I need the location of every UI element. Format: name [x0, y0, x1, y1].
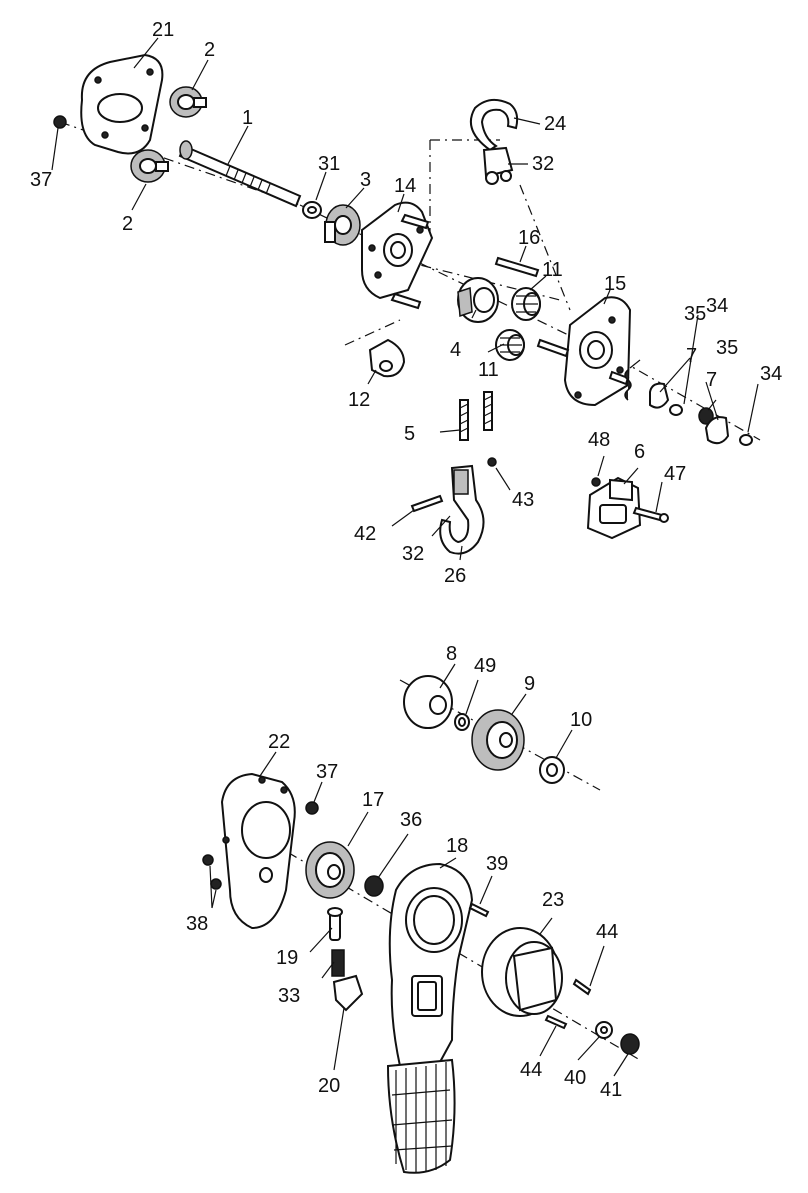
label-11-lower: 11: [478, 359, 499, 381]
label-26: 26: [444, 565, 466, 587]
part-35-lower-spring: [698, 399, 717, 425]
part-47-bolt: [632, 506, 669, 523]
part-9-ratchet-disc: [471, 709, 525, 771]
label-42: 42: [354, 523, 376, 545]
part-16-pin: [494, 256, 540, 278]
part-6-anchor-plate: [586, 476, 642, 540]
label-8: 8: [446, 643, 457, 665]
label-44-lower: 44: [520, 1059, 542, 1081]
label-40: 40: [564, 1067, 586, 1089]
part-2-lower-gear: [130, 149, 169, 183]
label-31: 31: [318, 153, 340, 175]
part-37-nut: [53, 115, 67, 129]
label-49: 49: [474, 655, 496, 677]
part-35-upper-spring: [624, 359, 641, 401]
part-34-lower-ring: [739, 434, 753, 446]
label-14: 14: [394, 175, 416, 197]
label-16: 16: [518, 227, 540, 249]
part-8-friction-disc: [403, 675, 453, 729]
label-39: 39: [486, 853, 508, 875]
label-15: 15: [604, 273, 626, 295]
label-34-lower: 34: [760, 363, 782, 385]
part-19-pin: [327, 907, 343, 941]
part-15-side-plate: [536, 296, 632, 407]
part-37-lower-nut: [305, 801, 319, 815]
label-5: 5: [404, 423, 415, 445]
part-12-chain-guide: [368, 338, 406, 378]
part-49-ring: [454, 713, 470, 731]
part-18-lever-handle: [386, 862, 474, 1174]
label-37-lower: 37: [316, 761, 338, 783]
part-26-bottom-hook: [439, 464, 485, 555]
part-3-gear: [324, 204, 361, 246]
label-24: 24: [544, 113, 566, 135]
part-36-spring: [364, 875, 384, 897]
label-36: 36: [400, 809, 422, 831]
part-40-washer: [595, 1021, 613, 1039]
part-11-lower-roller: [495, 329, 525, 361]
leader-lines: [51, 37, 759, 1077]
part-31-washer: [302, 201, 322, 219]
label-2-upper: 2: [204, 39, 215, 61]
part-2-upper-gear: [169, 86, 207, 118]
label-22: 22: [268, 731, 290, 753]
label-34-upper: 34: [706, 295, 728, 317]
part-48-nut: [591, 477, 601, 487]
label-21: 21: [152, 19, 174, 41]
label-20: 20: [318, 1075, 340, 1097]
label-41: 41: [600, 1079, 622, 1101]
part-21-gear-housing: [80, 53, 164, 155]
part-17-sprocket: [305, 841, 355, 899]
part-34-upper-ring: [669, 404, 683, 416]
label-7-lower: 7: [706, 369, 717, 391]
label-6: 6: [634, 441, 645, 463]
part-7-lower-pawl: [704, 416, 730, 445]
part-1-shaft: [178, 140, 302, 208]
part-10-nut: [539, 756, 565, 784]
label-35-lower: 35: [716, 337, 738, 359]
part-labels: 21 2 37 1 2 31 3 14 24 32 16 11 15 34 35…: [30, 19, 782, 1101]
label-48: 48: [588, 429, 610, 451]
part-5-load-chain: [459, 391, 493, 441]
label-18: 18: [446, 835, 468, 857]
label-3: 3: [360, 169, 371, 191]
part-38-nuts: [202, 854, 222, 890]
label-32-upper: 32: [532, 153, 554, 175]
label-7-upper: 7: [686, 345, 697, 367]
label-32-lower: 32: [402, 543, 424, 565]
part-7-upper-pawl: [649, 382, 670, 409]
part-14-side-plate: [361, 201, 434, 310]
part-43-ball: [487, 457, 497, 467]
part-39-screw: [468, 902, 490, 918]
label-38: 38: [186, 913, 208, 935]
label-2-lower: 2: [122, 213, 133, 235]
label-10: 10: [570, 709, 592, 731]
label-17: 17: [362, 789, 384, 811]
label-43: 43: [512, 489, 534, 511]
label-23: 23: [542, 889, 564, 911]
part-4-load-sheave: [457, 277, 499, 323]
part-44-lower-screw: [544, 1014, 568, 1030]
part-42-pin: [410, 494, 444, 513]
part-22-cover: [220, 772, 296, 930]
label-44-upper: 44: [596, 921, 618, 943]
label-11-upper: 11: [542, 259, 563, 281]
part-33-spring: [331, 949, 345, 977]
label-12: 12: [348, 389, 370, 411]
part-24-top-hook: [470, 98, 519, 185]
part-44-upper-screw: [572, 978, 592, 996]
part-41-nut: [620, 1033, 640, 1055]
label-19: 19: [276, 947, 298, 969]
part-11-upper-roller: [511, 287, 541, 321]
part-23-hand-wheel: [481, 927, 563, 1017]
label-47: 47: [664, 463, 686, 485]
part-20-selector: [332, 974, 364, 1012]
label-37-upper: 37: [30, 169, 52, 191]
label-33: 33: [278, 985, 300, 1007]
label-9: 9: [524, 673, 535, 695]
label-35-upper: 35: [684, 303, 706, 325]
label-4: 4: [450, 339, 461, 361]
label-1: 1: [242, 107, 253, 129]
